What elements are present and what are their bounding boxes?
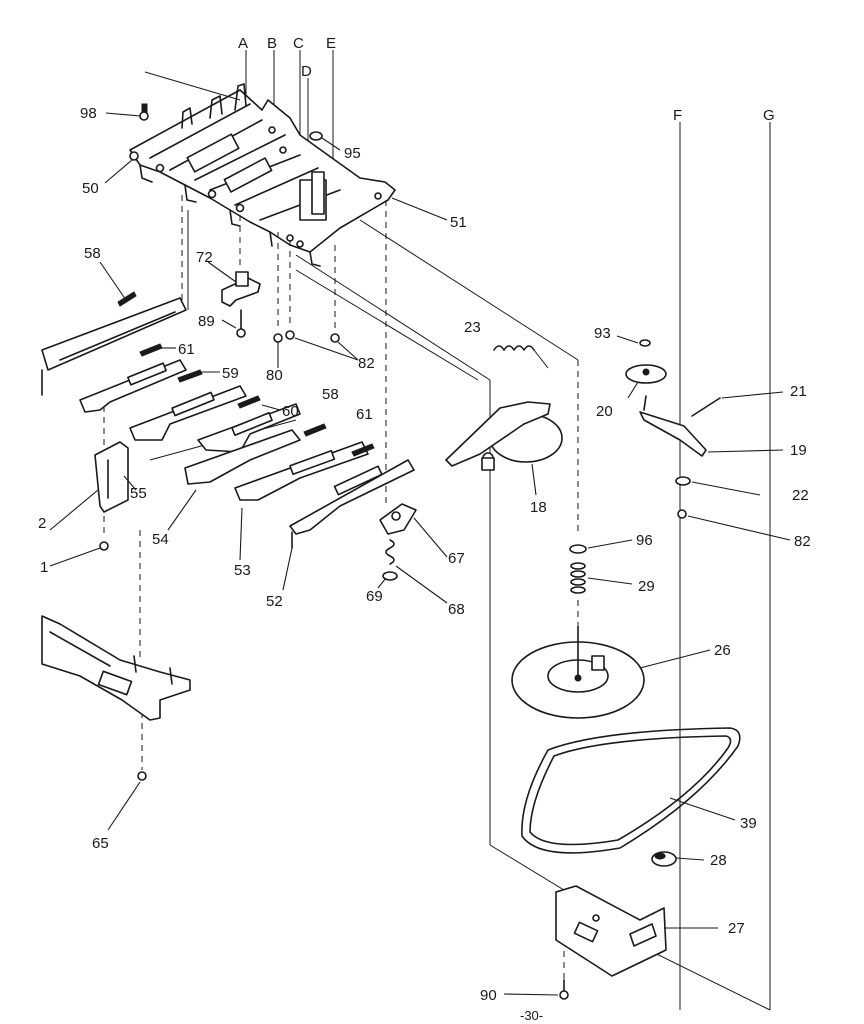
screw-98 bbox=[139, 103, 149, 121]
callout-61-mid: 61 bbox=[356, 406, 373, 423]
callout-67: 67 bbox=[448, 550, 465, 567]
callout-58-left: 58 bbox=[84, 245, 101, 262]
screws-82 bbox=[285, 330, 340, 343]
callout-52: 52 bbox=[266, 593, 283, 610]
washer-96 bbox=[569, 544, 587, 554]
callout-26: 26 bbox=[714, 642, 731, 659]
cam-67 bbox=[379, 503, 417, 535]
slide-bar-left bbox=[41, 291, 187, 396]
screw-82-right bbox=[677, 509, 687, 519]
callout-69: 69 bbox=[366, 588, 383, 605]
motor-bracket-27 bbox=[555, 885, 667, 977]
callout-21: 21 bbox=[790, 383, 807, 400]
callout-18: 18 bbox=[530, 499, 547, 516]
reference-lines bbox=[245, 50, 771, 1011]
callout-29: 29 bbox=[638, 578, 655, 595]
slider-53 bbox=[234, 423, 369, 501]
leader-lines bbox=[49, 112, 791, 996]
spring-23 bbox=[493, 345, 549, 369]
lever-18 bbox=[445, 401, 563, 471]
callout-72: 72 bbox=[196, 249, 213, 266]
ref-letter-d: D bbox=[301, 63, 312, 80]
washer-22 bbox=[675, 476, 691, 486]
alignment-lines bbox=[103, 195, 681, 980]
callout-89: 89 bbox=[198, 313, 215, 330]
slider-59 bbox=[129, 369, 247, 441]
slider-52 bbox=[289, 443, 415, 549]
slider-61-left bbox=[79, 343, 187, 413]
callout-58-mid: 58 bbox=[322, 386, 339, 403]
pulley-26 bbox=[511, 625, 645, 719]
callout-96: 96 bbox=[636, 532, 653, 549]
screw-65 bbox=[137, 771, 147, 781]
callout-50: 50 bbox=[82, 180, 99, 197]
washer-69 bbox=[382, 571, 398, 581]
callout-labels: 98 50 95 51 58 72 89 80 82 61 59 60 58 6… bbox=[38, 105, 811, 1004]
screw-89 bbox=[236, 309, 246, 338]
callout-61-left: 61 bbox=[178, 341, 195, 358]
belt-39 bbox=[521, 727, 741, 854]
callout-1-edge: 1 bbox=[40, 559, 48, 576]
screw-1 bbox=[99, 541, 109, 551]
callout-55: 55 bbox=[130, 485, 147, 502]
callout-68: 68 bbox=[448, 601, 465, 618]
callout-22: 22 bbox=[792, 487, 809, 504]
callout-82-right: 82 bbox=[794, 533, 811, 550]
callout-19: 19 bbox=[790, 442, 807, 459]
callout-54: 54 bbox=[152, 531, 169, 548]
callout-90: 90 bbox=[480, 987, 497, 1004]
callout-28: 28 bbox=[710, 852, 727, 869]
washer-95 bbox=[309, 131, 323, 141]
spring-68 bbox=[385, 539, 395, 565]
bracket-55 bbox=[94, 441, 129, 513]
main-chassis-plate bbox=[129, 71, 396, 267]
callout-82-left: 82 bbox=[358, 355, 375, 372]
callout-80: 80 bbox=[266, 367, 283, 384]
bracket-72 bbox=[221, 271, 261, 307]
callout-2-edge: 2 bbox=[38, 515, 46, 532]
callout-23: 23 bbox=[464, 319, 481, 336]
ref-letter-f: F bbox=[673, 107, 682, 124]
callout-59: 59 bbox=[222, 365, 239, 382]
ref-letter-c: C bbox=[293, 35, 304, 52]
reference-letter-labels: A B C D E F G bbox=[238, 35, 775, 124]
spring-29 bbox=[570, 562, 586, 594]
slider-60 bbox=[197, 395, 301, 453]
washer-93 bbox=[639, 339, 651, 347]
callout-20: 20 bbox=[596, 403, 613, 420]
spring-21 bbox=[691, 397, 721, 417]
ref-letter-g: G bbox=[763, 107, 775, 124]
ref-letter-a: A bbox=[238, 35, 248, 52]
ref-letter-e: E bbox=[326, 35, 336, 52]
screw-90 bbox=[559, 979, 569, 1000]
slider-54 bbox=[184, 429, 301, 485]
bearing-28 bbox=[651, 851, 677, 867]
screw-80 bbox=[273, 333, 283, 343]
ref-letter-b: B bbox=[267, 35, 277, 52]
callout-65: 65 bbox=[92, 835, 109, 852]
callout-98: 98 bbox=[80, 105, 97, 122]
callout-95: 95 bbox=[344, 145, 361, 162]
page-number: -30- bbox=[520, 1008, 543, 1023]
roller-20 bbox=[625, 364, 667, 384]
lower-left-plate bbox=[41, 615, 191, 721]
callout-93: 93 bbox=[594, 325, 611, 342]
callout-53: 53 bbox=[234, 562, 251, 579]
arm-19 bbox=[639, 395, 707, 457]
callout-27: 27 bbox=[728, 920, 745, 937]
callout-51: 51 bbox=[450, 214, 467, 231]
callout-39: 39 bbox=[740, 815, 757, 832]
callout-60: 60 bbox=[282, 403, 299, 420]
